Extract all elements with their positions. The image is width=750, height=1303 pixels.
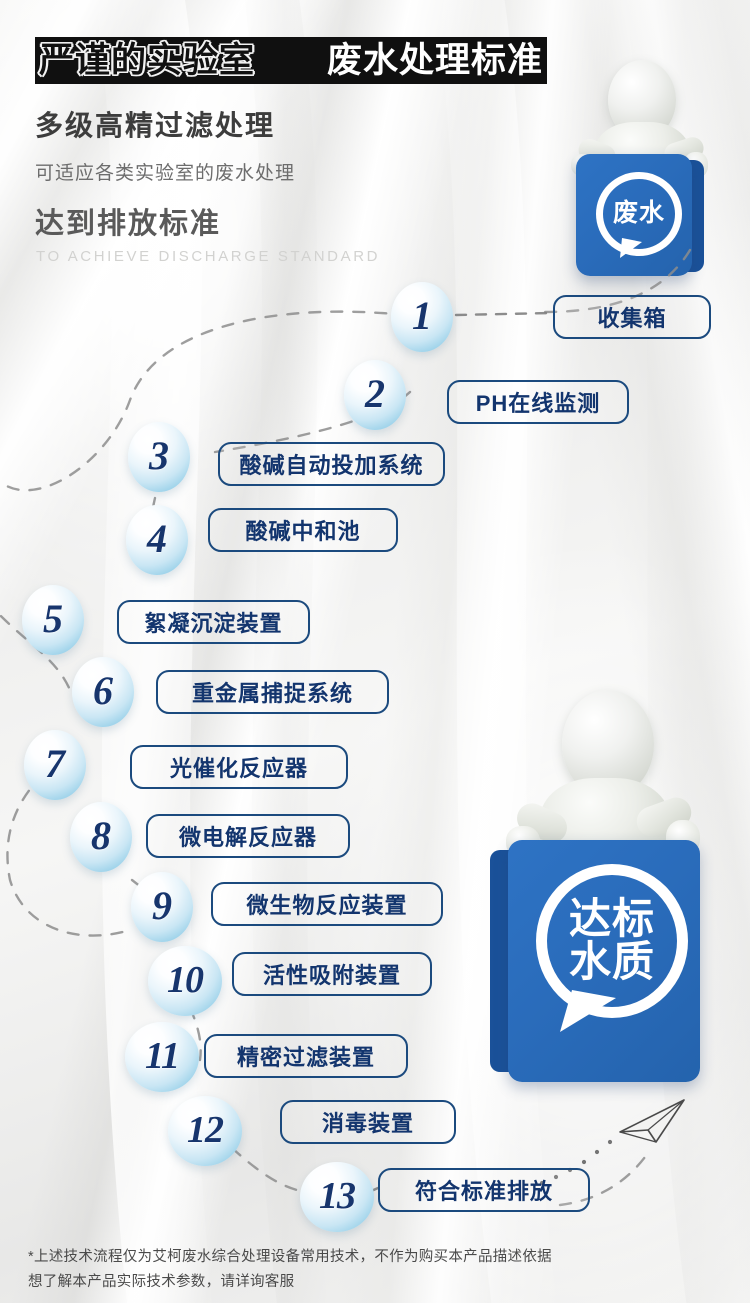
badge-water-quality: 达标 水质 xyxy=(490,690,750,1090)
step-label: 光催化反应器 xyxy=(169,756,308,781)
speech-bubble-icon: 达标 水质 xyxy=(536,864,688,1018)
badge-front-face: 废水 xyxy=(576,154,692,276)
step-label: 消毒装置 xyxy=(321,1111,414,1136)
badge-front-face: 达标 水质 xyxy=(508,840,700,1082)
step-label-pill[interactable]: 絮凝沉淀装置 xyxy=(117,600,310,644)
step-label-pill[interactable]: 精密过滤装置 xyxy=(204,1034,408,1078)
step-label: 酸碱中和池 xyxy=(245,519,361,544)
step-number-badge: 6 xyxy=(72,657,134,727)
step-number-badge: 10 xyxy=(148,946,222,1016)
step-label-pill[interactable]: 符合标准排放 xyxy=(378,1168,590,1212)
step-label-pill[interactable]: 活性吸附装置 xyxy=(232,952,432,996)
badge-text-line1: 达标 xyxy=(568,895,655,943)
step-number: 7 xyxy=(45,741,65,786)
step-label: 精密过滤装置 xyxy=(236,1045,375,1070)
step-number-badge: 2 xyxy=(344,360,406,430)
step-label: 絮凝沉淀装置 xyxy=(144,611,283,636)
paper-airplane-icon xyxy=(619,1099,685,1143)
badge-text-line2: 水质 xyxy=(568,938,655,985)
step-number: 8 xyxy=(91,813,111,858)
subtitle-primary: 多级高精过滤处理 xyxy=(35,110,276,141)
step-label-pill[interactable]: 光催化反应器 xyxy=(130,745,348,789)
step-label-pill[interactable]: 消毒装置 xyxy=(280,1100,456,1144)
step-label: 微生物反应装置 xyxy=(246,893,408,918)
step-number: 2 xyxy=(365,371,385,416)
step-label-pill[interactable]: 微生物反应装置 xyxy=(211,882,443,926)
step-number-badge: 3 xyxy=(128,422,190,492)
step-number: 9 xyxy=(152,883,172,928)
step-label: PH在线监测 xyxy=(475,391,601,416)
step-number-badge: 4 xyxy=(126,505,188,575)
step-label-pill[interactable]: 重金属捕捉系统 xyxy=(156,670,389,714)
page-title-right: 废水处理标准 xyxy=(327,39,543,82)
step-label-pill[interactable]: 微电解反应器 xyxy=(146,814,350,858)
step-number-badge: 13 xyxy=(300,1162,374,1232)
step-label-pill[interactable]: 酸碱自动投加系统 xyxy=(218,442,445,486)
step-label: 符合标准排放 xyxy=(414,1179,553,1204)
step-number: 3 xyxy=(149,433,169,478)
step-label: 微电解反应器 xyxy=(178,825,317,850)
step-number: 1 xyxy=(412,293,432,338)
step-label-pill[interactable]: 收集箱 xyxy=(553,295,711,339)
step-label-pill[interactable]: PH在线监测 xyxy=(447,380,629,424)
step-number-badge: 1 xyxy=(391,282,453,352)
footer-disclaimer: *上述技术流程仅为艾柯废水综合处理设备常用技术，不作为购买本产品描述依据 想了解… xyxy=(28,1245,688,1296)
step-number: 13 xyxy=(319,1175,356,1217)
page-title-left-text: 严谨的实验室 xyxy=(39,41,256,80)
step-label: 活性吸附装置 xyxy=(262,963,401,988)
subtitle-description: 可适应各类实验室的废水处理 xyxy=(35,163,296,184)
step-number: 5 xyxy=(43,596,63,641)
step-number: 12 xyxy=(187,1109,224,1151)
subtitle-english: TO ACHIEVE DISCHARGE STANDARD xyxy=(36,248,381,265)
step-label: 重金属捕捉系统 xyxy=(191,681,353,706)
footer-line-1: *上述技术流程仅为艾柯废水综合处理设备常用技术，不作为购买本产品描述依据 xyxy=(28,1249,552,1265)
step-number-badge: 8 xyxy=(70,802,132,872)
step-number-badge: 5 xyxy=(22,585,84,655)
page-title-right-text: 废水处理标准 xyxy=(326,41,543,80)
footer-line-2: 想了解本产品实际技术参数，请详询客服 xyxy=(28,1274,295,1291)
step-number: 10 xyxy=(167,959,204,1001)
page-title-left: 严谨的实验室 xyxy=(37,39,257,82)
step-number: 6 xyxy=(93,668,113,713)
page-title-band: 严谨的实验室 废水处理标准 xyxy=(35,37,547,84)
step-number-badge: 12 xyxy=(168,1096,242,1166)
step-label: 酸碱自动投加系统 xyxy=(239,453,424,478)
badge-wastewater: 废水 xyxy=(560,60,750,277)
speech-bubble-icon: 废水 xyxy=(596,172,682,256)
step-number: 11 xyxy=(145,1035,180,1077)
step-number-badge: 11 xyxy=(125,1022,199,1092)
step-number: 4 xyxy=(147,516,167,561)
step-label: 收集箱 xyxy=(597,306,667,331)
step-number-badge: 9 xyxy=(131,872,193,942)
step-number-badge: 7 xyxy=(24,730,86,800)
step-label-pill[interactable]: 酸碱中和池 xyxy=(208,508,398,552)
subtitle-secondary: 达到排放标准 xyxy=(35,208,222,240)
badge-text: 废水 xyxy=(612,199,665,228)
